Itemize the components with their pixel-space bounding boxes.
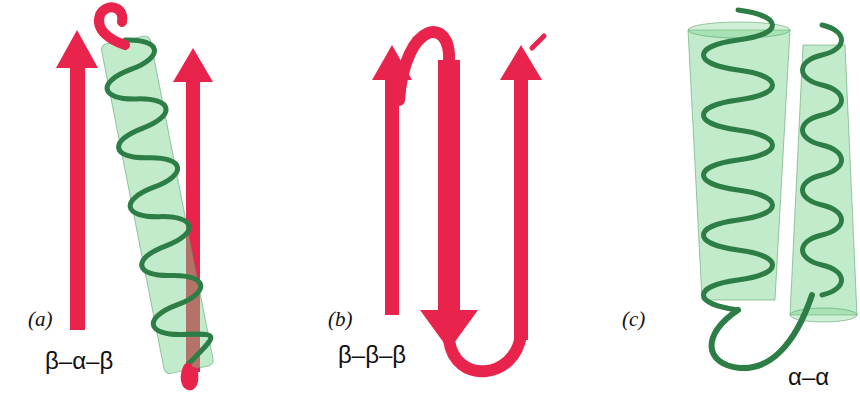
loop [99, 7, 125, 45]
beta-strand [420, 60, 478, 350]
panel-letter: (b) [328, 308, 353, 331]
alpha-helix [99, 35, 217, 375]
panel-letter: (a) [28, 308, 53, 331]
loop [532, 36, 544, 48]
beta-strand [56, 30, 98, 330]
loop [186, 368, 194, 385]
alpha-helix [803, 25, 842, 295]
panel-letter: (c) [622, 308, 645, 331]
motif-name: β–α–β [45, 348, 113, 374]
beta-strand [500, 45, 542, 340]
loop [449, 335, 521, 371]
motif-name: α–α [788, 364, 829, 390]
loop [712, 295, 812, 368]
motif-name: β–β–β [338, 342, 406, 368]
alpha-helix [704, 10, 773, 310]
